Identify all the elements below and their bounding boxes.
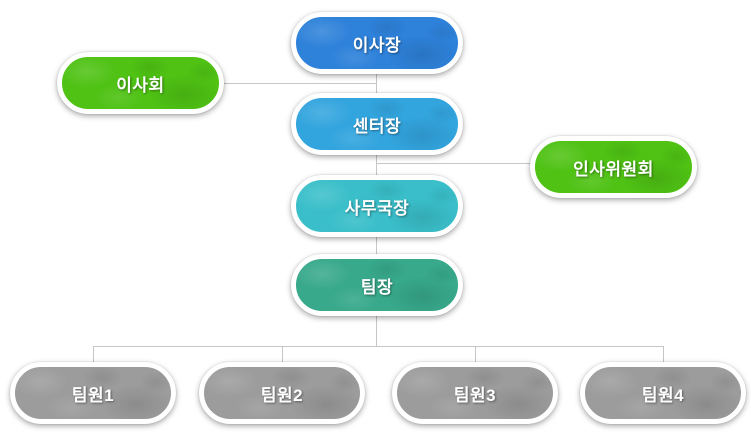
node-member4-label: 팀원4 xyxy=(641,385,685,405)
node-member3-label: 팀원3 xyxy=(453,385,497,405)
connector-drop-member1 xyxy=(93,346,94,363)
node-board: 이사회 xyxy=(57,52,224,114)
node-member1-label: 팀원1 xyxy=(71,385,115,405)
connector-hr-committee-to-trunk xyxy=(376,163,531,164)
node-chairman-label: 이사장 xyxy=(352,35,402,55)
node-hr-committee: 인사위원회 xyxy=(530,136,697,198)
node-chairman: 이사장 xyxy=(291,12,463,74)
node-team-leader: 팀장 xyxy=(291,254,463,316)
connector-chairman-to-center-director xyxy=(376,74,377,94)
node-center-director-label: 센터장 xyxy=(352,116,402,136)
connector-team-leader-to-branch xyxy=(376,316,377,347)
connector-members-branch-bar xyxy=(93,346,663,347)
node-member3: 팀원3 xyxy=(392,362,558,424)
node-member1: 팀원1 xyxy=(10,362,176,424)
node-team-leader-label: 팀장 xyxy=(360,277,394,297)
connector-drop-member3 xyxy=(475,346,476,363)
node-member2: 팀원2 xyxy=(199,362,365,424)
connector-secretary-general-to-team-leader xyxy=(376,237,377,255)
connector-drop-member2 xyxy=(282,346,283,363)
node-center-director: 센터장 xyxy=(291,93,463,155)
node-hr-committee-label: 인사위원회 xyxy=(573,159,654,179)
connector-board-to-trunk xyxy=(222,83,377,84)
node-board-label: 이사회 xyxy=(116,75,165,95)
connector-drop-member4 xyxy=(663,346,664,363)
node-member4: 팀원4 xyxy=(580,362,746,424)
node-secretary-general: 사무국장 xyxy=(291,175,463,237)
connector-center-director-to-secretary-general xyxy=(376,155,377,176)
node-member2-label: 팀원2 xyxy=(260,385,304,405)
node-secretary-general-label: 사무국장 xyxy=(344,198,410,218)
